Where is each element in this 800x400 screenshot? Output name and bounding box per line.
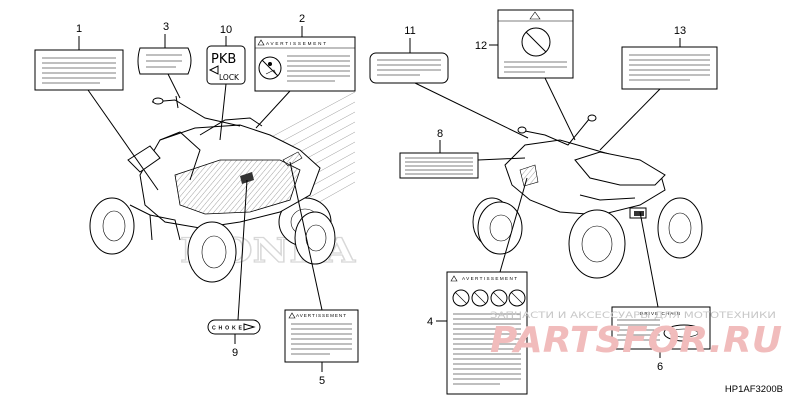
- part-number-2: 2: [299, 13, 305, 25]
- part-number-4: 4: [427, 316, 433, 328]
- part-number-10: 10: [220, 24, 232, 36]
- label-5-warning: AVERTISSEMENT: [284, 309, 359, 363]
- drawing-code: HP1AF3200B: [725, 384, 783, 395]
- label-9-choke: CHOKE: [207, 319, 261, 335]
- atv-rear-view: [472, 114, 703, 279]
- watermark-brand: PARTSFOR.RU: [490, 320, 782, 361]
- svg-text:LOCK: LOCK: [219, 73, 240, 82]
- part-number-6: 6: [657, 361, 663, 373]
- label-10-pkb-lock: PKB LOCK: [206, 45, 246, 85]
- label-11-decal: [369, 52, 449, 84]
- leader-lines: [78, 26, 681, 372]
- svg-text:DRIVE CHAIN: DRIVE CHAIN: [640, 311, 680, 316]
- part-number-13: 13: [674, 25, 686, 37]
- svg-text:PKB: PKB: [211, 52, 236, 67]
- part-number-5: 5: [319, 375, 325, 387]
- label-6-drive-chain: DRIVE CHAIN: [611, 306, 711, 350]
- watermark-subtitle: ЗАПЧАСТИ И АКСЕССУАРЫ ДЛЯ МОТОТЕХНИКИ: [490, 310, 776, 321]
- label-13-decal: [621, 46, 718, 90]
- part-number-9: 9: [232, 347, 238, 359]
- svg-text:AVERTISSEMENT: AVERTISSEMENT: [296, 313, 346, 318]
- label-12-prohibition: [497, 9, 574, 79]
- label-2-warning: AVERTISSEMENT: [254, 36, 356, 92]
- part-number-1: 1: [76, 23, 82, 35]
- atv-front-view: [89, 95, 336, 283]
- svg-text:CHOKE: CHOKE: [212, 326, 243, 332]
- part-number-8: 8: [437, 128, 443, 140]
- label-3-decal: [137, 47, 192, 75]
- part-number-11: 11: [404, 25, 415, 37]
- label-4-warning: AVERTISSEMENT: [446, 271, 528, 395]
- part-number-3: 3: [163, 21, 169, 33]
- label-8-decal: [399, 152, 479, 179]
- label-1-decal: [34, 49, 124, 91]
- part-number-12: 12: [475, 40, 487, 52]
